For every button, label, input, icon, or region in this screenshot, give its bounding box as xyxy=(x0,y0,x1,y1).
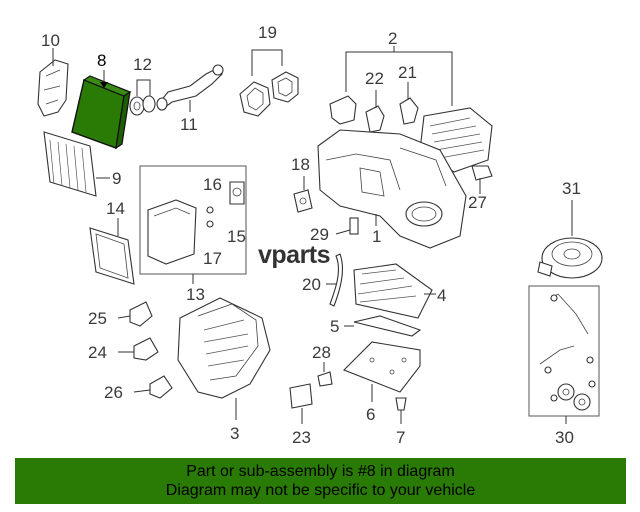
callout-12[interactable]: 12 xyxy=(133,55,152,74)
part-14-filter-frame[interactable] xyxy=(89,227,135,285)
callout-11[interactable]: 11 xyxy=(180,115,198,134)
leader-8-arrow xyxy=(100,82,108,88)
part-25-actuator[interactable] xyxy=(129,301,153,327)
callout-31[interactable]: 31 xyxy=(562,179,581,198)
part-27-sensor[interactable] xyxy=(471,165,493,181)
part-29-sensor[interactable] xyxy=(349,217,359,235)
callout-27[interactable]: 27 xyxy=(468,193,487,212)
callout-25[interactable]: 25 xyxy=(88,309,107,328)
part-7-drain[interactable] xyxy=(395,397,407,411)
callout-21[interactable]: 21 xyxy=(398,63,417,82)
part-20-hose[interactable] xyxy=(329,253,343,307)
banner-line-2: Diagram may not be specific to your vehi… xyxy=(165,482,476,499)
part-8-highlighted[interactable] xyxy=(71,75,132,150)
leader-26 xyxy=(133,389,151,393)
part-10-bracket[interactable] xyxy=(37,59,69,117)
logo-text: vparts xyxy=(258,241,331,269)
part-26-actuator[interactable] xyxy=(149,375,173,399)
callout-22[interactable]: 22 xyxy=(365,69,384,88)
part-1-heater-box[interactable] xyxy=(317,129,467,249)
leader-12 xyxy=(136,79,151,96)
part-23-resistor[interactable] xyxy=(289,383,313,409)
callout-24[interactable]: 24 xyxy=(88,343,107,362)
callout-29[interactable]: 29 xyxy=(310,225,329,244)
callout-17[interactable]: 17 xyxy=(203,249,222,268)
callout-4[interactable]: 4 xyxy=(437,286,446,305)
callout-3[interactable]: 3 xyxy=(230,424,239,443)
callout-28[interactable]: 28 xyxy=(312,343,331,362)
part-21-bracket[interactable] xyxy=(399,97,419,125)
part-28-clip[interactable] xyxy=(317,371,333,387)
callout-8[interactable]: 8 xyxy=(97,51,106,70)
leader-2 xyxy=(345,51,453,106)
leader-25 xyxy=(117,315,131,319)
group-30-frame xyxy=(528,285,600,417)
leader-29 xyxy=(335,229,351,235)
part-4-filter[interactable] xyxy=(353,263,433,319)
part-12-seals[interactable] xyxy=(129,95,156,116)
part-2-actuator[interactable] xyxy=(329,95,357,125)
callout-1[interactable]: 1 xyxy=(372,227,381,246)
leader-19 xyxy=(251,49,283,76)
callout-2[interactable]: 2 xyxy=(388,29,397,48)
callout-14[interactable]: 14 xyxy=(106,199,125,218)
brand-logo: vparts xyxy=(258,241,331,270)
part-16-clip[interactable] xyxy=(206,206,214,214)
part-13-heater-core[interactable] xyxy=(147,199,197,265)
callout-16[interactable]: 16 xyxy=(203,175,222,194)
info-banner: Part or sub-assembly is #8 in diagram Di… xyxy=(15,458,626,504)
callout-6[interactable]: 6 xyxy=(366,405,375,424)
part-24-actuator[interactable] xyxy=(133,337,159,361)
part-15-valve[interactable] xyxy=(229,181,245,205)
callout-9[interactable]: 9 xyxy=(112,169,121,188)
callout-23[interactable]: 23 xyxy=(292,428,311,447)
callout-30[interactable]: 30 xyxy=(555,428,574,447)
part-22-bracket[interactable] xyxy=(365,105,385,133)
callout-13[interactable]: 13 xyxy=(186,285,205,304)
part-3-lower-housing[interactable] xyxy=(177,297,271,399)
part-19-gaskets[interactable] xyxy=(239,71,299,117)
part-9-core[interactable] xyxy=(43,131,97,197)
callout-5[interactable]: 5 xyxy=(330,317,339,336)
part-31-blower-motor[interactable] xyxy=(537,237,603,279)
banner-line-1: Part or sub-assembly is #8 in diagram xyxy=(186,463,455,480)
part-11-pipe[interactable] xyxy=(156,64,224,111)
callout-7[interactable]: 7 xyxy=(396,428,405,447)
part-17-clip[interactable] xyxy=(206,220,214,228)
callout-19[interactable]: 19 xyxy=(258,23,277,42)
callout-20[interactable]: 20 xyxy=(302,275,321,294)
callout-18[interactable]: 18 xyxy=(291,155,310,174)
callout-10[interactable]: 10 xyxy=(41,31,60,50)
parts-diagram: 10 8 12 11 19 2 22 2 xyxy=(37,23,603,447)
callout-26[interactable]: 26 xyxy=(104,383,123,402)
part-5-seal[interactable] xyxy=(353,315,422,337)
part-18-motor[interactable] xyxy=(293,189,313,213)
callout-15[interactable]: 15 xyxy=(227,227,246,246)
part-6-plate[interactable] xyxy=(343,341,421,393)
part-30-linkage[interactable] xyxy=(539,293,596,411)
